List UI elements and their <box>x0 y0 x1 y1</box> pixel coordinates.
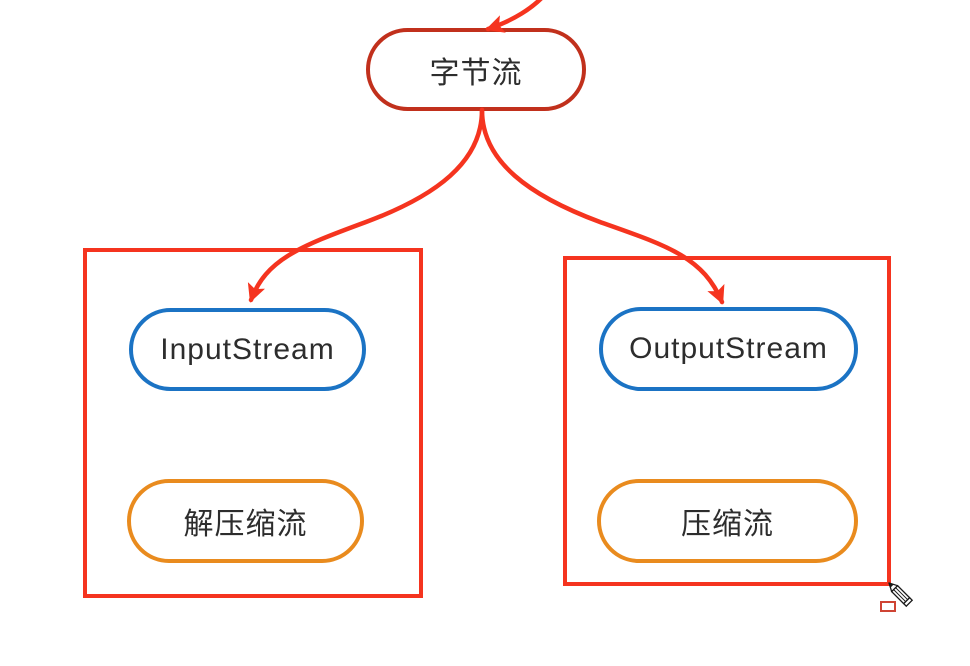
compress-stream-node[interactable]: 压缩流 <box>597 479 858 563</box>
drawn-mini-rectangle[interactable] <box>880 601 896 612</box>
decompress-stream-node[interactable]: 解压缩流 <box>127 479 364 563</box>
pencil-cursor-icon <box>888 582 914 608</box>
root-node-label: 字节流 <box>429 56 523 90</box>
decompress-stream-node-label: 解压缩流 <box>183 508 308 541</box>
inputstream-node-label: InputStream <box>160 332 335 366</box>
compress-stream-node-label: 压缩流 <box>681 508 774 541</box>
root-node[interactable]: 字节流 <box>366 28 586 111</box>
right-group-box[interactable] <box>563 256 891 586</box>
arrow-into-root[interactable] <box>485 0 547 33</box>
outputstream-node-label: OutputStream <box>629 332 828 365</box>
outputstream-node[interactable]: OutputStream <box>599 307 858 391</box>
inputstream-node[interactable]: InputStream <box>129 308 366 391</box>
